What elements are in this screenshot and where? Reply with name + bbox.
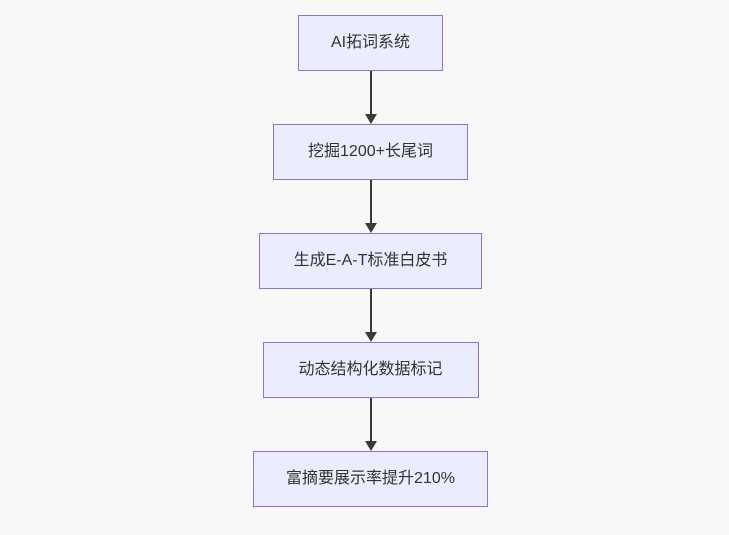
arrowhead-down-icon [364, 441, 377, 451]
flow-node-label: 富摘要展示率提升210% [286, 470, 455, 487]
flow-node-ai-word-system: AI拓词系统 [298, 15, 443, 71]
arrow-shaft [369, 180, 372, 223]
arrowhead-down-icon [364, 223, 377, 233]
flow-node-rich-snippet-rate: 富摘要展示率提升210% [253, 451, 488, 507]
arrow-down-1 [364, 71, 378, 124]
arrow-shaft [369, 398, 372, 441]
arrowhead-down-icon [364, 114, 377, 124]
flow-node-longtail-keywords: 挖掘1200+长尾词 [273, 124, 468, 180]
arrow-shaft [369, 71, 372, 114]
flow-column: AI拓词系统 挖掘1200+长尾词 生成E-A-T标准白皮书 动态结构化数据标记 [6, 15, 729, 507]
arrowhead-down-icon [364, 332, 377, 342]
flow-node-label: 动态结构化数据标记 [298, 361, 443, 378]
arrow-down-4 [364, 398, 378, 451]
arrow-down-3 [364, 289, 378, 342]
arrow-shaft [369, 289, 372, 332]
flow-node-eat-whitepaper: 生成E-A-T标准白皮书 [259, 233, 482, 289]
flow-node-label: AI拓词系统 [330, 34, 411, 51]
flow-node-label: 挖掘1200+长尾词 [308, 143, 433, 160]
arrow-down-2 [364, 180, 378, 233]
flow-node-label: 生成E-A-T标准白皮书 [293, 252, 448, 269]
flow-node-structured-data: 动态结构化数据标记 [262, 342, 479, 398]
